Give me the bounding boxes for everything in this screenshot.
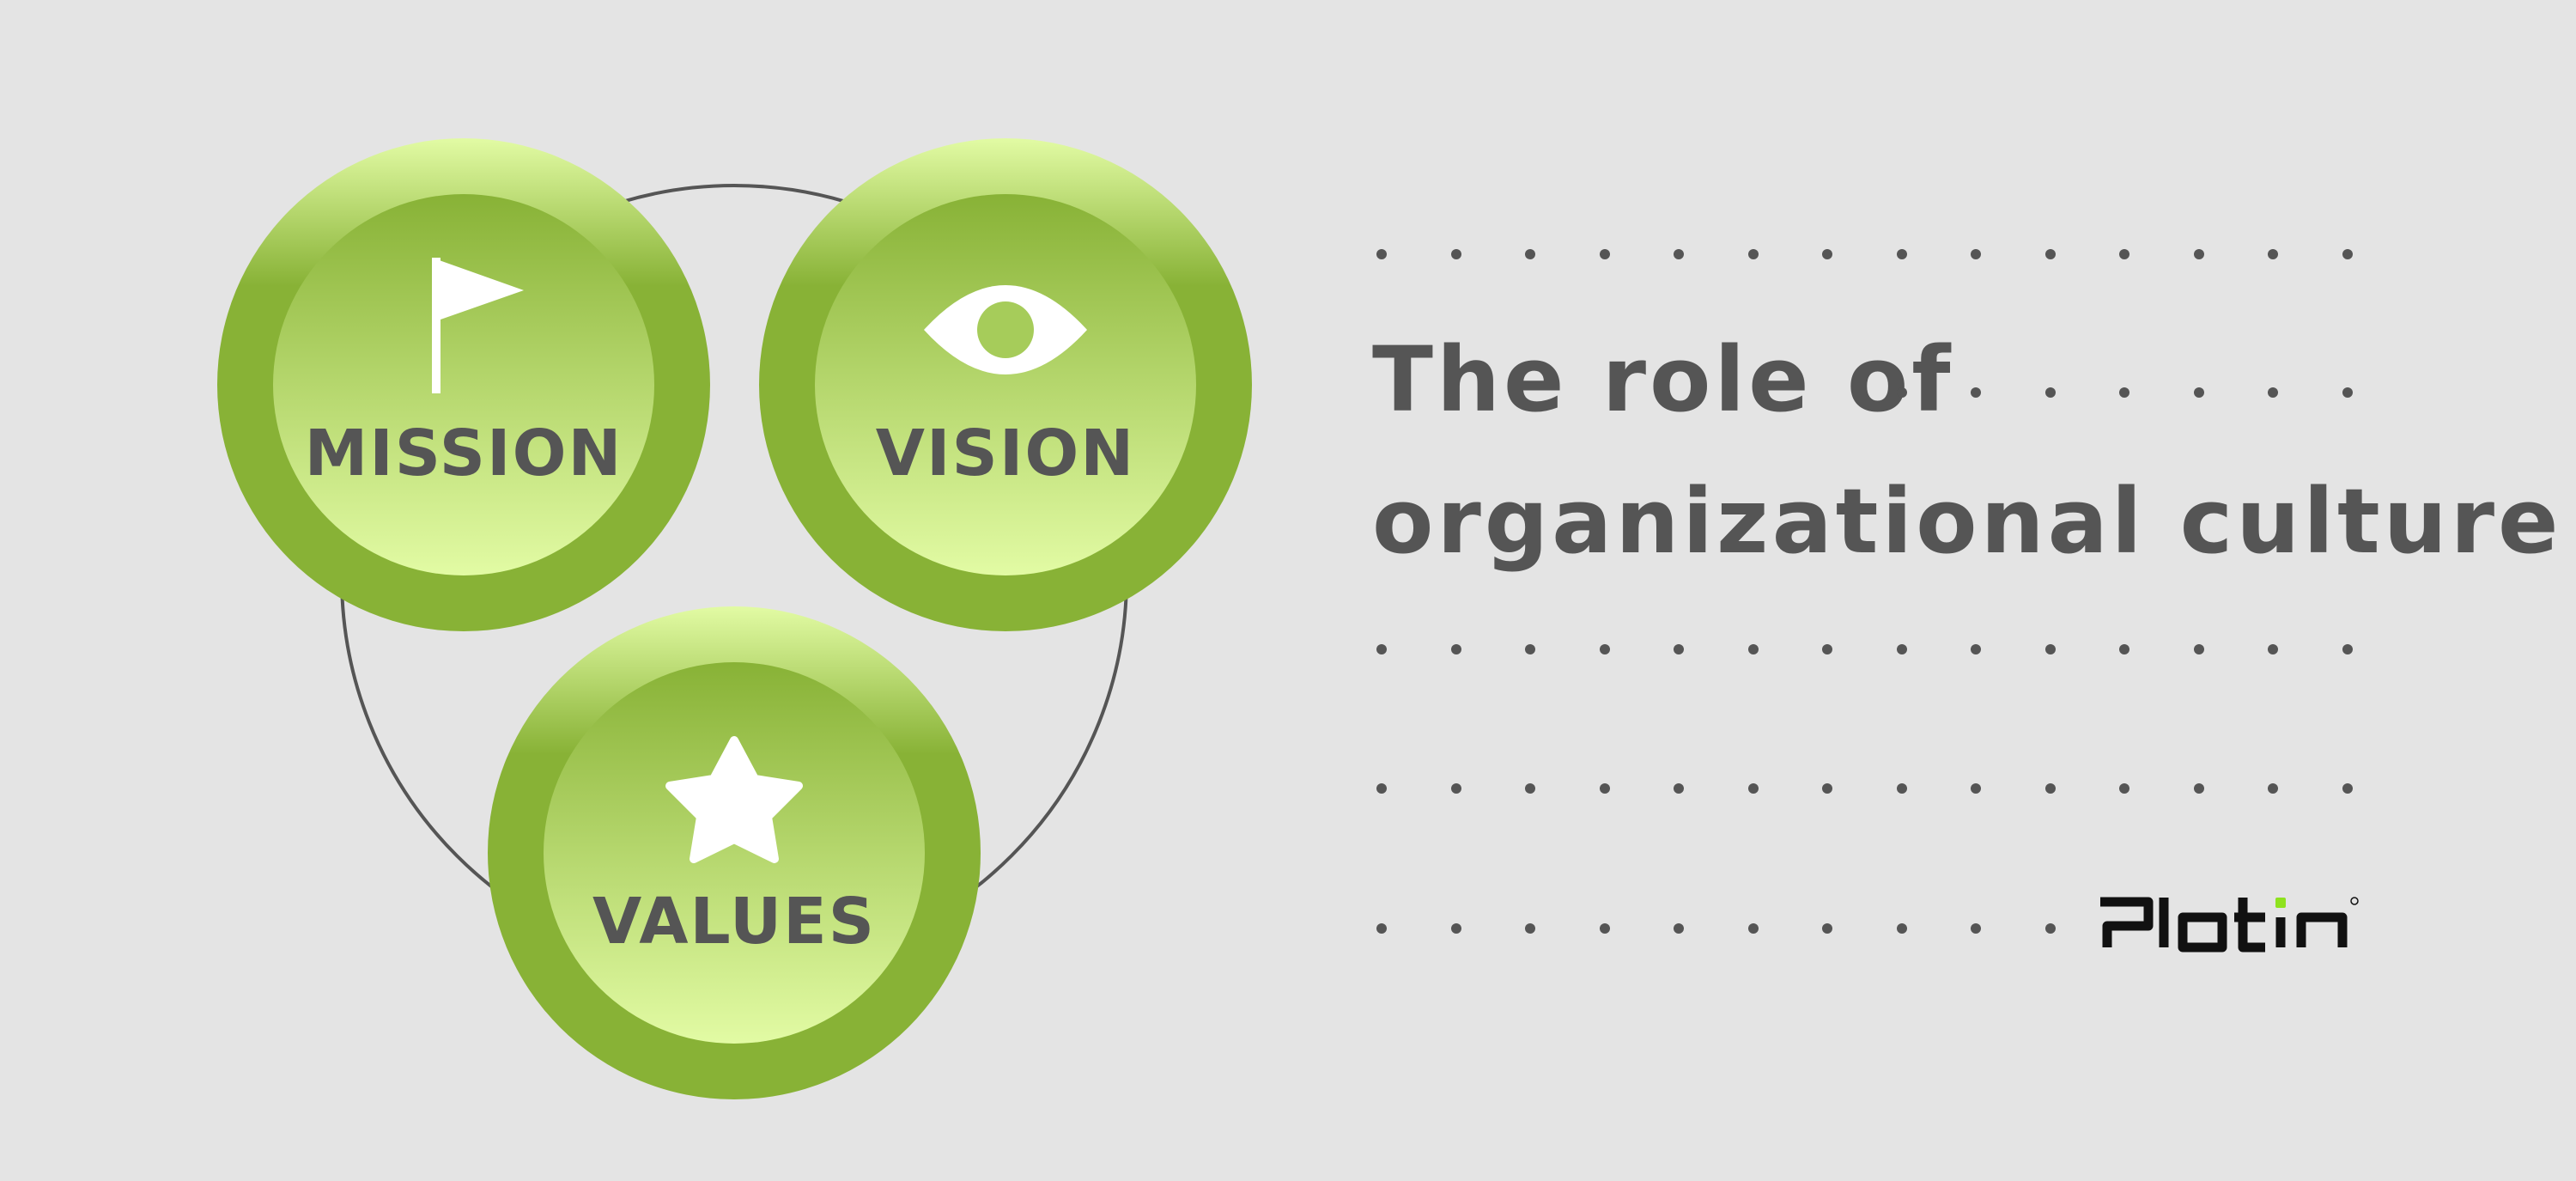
- dot: [1525, 249, 1535, 259]
- mission-circle: MISSION: [217, 138, 710, 631]
- vision-circle: VISION: [759, 138, 1252, 631]
- dot: [2342, 644, 2353, 654]
- dot: [1971, 923, 1981, 934]
- dot: [2044, 249, 2056, 259]
- dot: [2119, 249, 2129, 259]
- dot: [1525, 783, 1535, 794]
- title-line-1: The role of: [1372, 327, 1954, 432]
- eye-icon: [924, 285, 1087, 374]
- values-label: VALUES: [592, 885, 876, 959]
- dot: [1747, 644, 1759, 654]
- dot: [2268, 249, 2278, 259]
- dot: [2268, 783, 2278, 794]
- dot: [1376, 923, 1387, 934]
- dot: [2268, 387, 2278, 398]
- dot: [1971, 249, 1981, 259]
- dot: [1376, 783, 1387, 794]
- dot: [2044, 783, 2056, 794]
- dot: [2193, 783, 2204, 794]
- dot: [1450, 644, 1461, 654]
- star-icon: [665, 736, 803, 863]
- dot: [2119, 644, 2129, 654]
- flag-icon: [432, 258, 524, 393]
- dot: [1599, 644, 1610, 654]
- dot: [2193, 249, 2204, 259]
- dot: [1896, 387, 1907, 398]
- dot: [1896, 923, 1907, 934]
- dot: [1747, 783, 1759, 794]
- page-title: The role of organizational culture: [1372, 309, 2562, 593]
- dot: [2342, 249, 2353, 259]
- platin-logo: [2100, 897, 2359, 953]
- dot: [1747, 249, 1759, 259]
- dot: [1822, 249, 1832, 259]
- dot: [1674, 249, 1684, 259]
- dot: [2342, 387, 2353, 398]
- dot: [1674, 644, 1684, 654]
- dot: [1971, 387, 1981, 398]
- vision-label: VISION: [876, 417, 1135, 490]
- dot: [1525, 923, 1535, 934]
- dot: [1599, 783, 1610, 794]
- mission-label: MISSION: [305, 417, 623, 490]
- dot: [1450, 923, 1461, 934]
- dot: [1896, 644, 1907, 654]
- dot: [2044, 387, 2056, 398]
- dot: [1450, 783, 1461, 794]
- dot: [1822, 923, 1832, 934]
- dot: [1971, 644, 1981, 654]
- dot: [1747, 923, 1759, 934]
- values-circle: VALUES: [488, 606, 981, 1099]
- dot: [1674, 783, 1684, 794]
- dot: [1896, 783, 1907, 794]
- dot: [2193, 387, 2204, 398]
- dot: [1822, 783, 1832, 794]
- dot: [1896, 249, 1907, 259]
- dot: [1450, 249, 1461, 259]
- dot: [1971, 783, 1981, 794]
- dot: [1674, 923, 1684, 934]
- dot: [2193, 644, 2204, 654]
- dot: [2044, 644, 2056, 654]
- dot: [1525, 644, 1535, 654]
- dot: [2119, 783, 2129, 794]
- dot: [1376, 249, 1387, 259]
- dot: [2268, 644, 2278, 654]
- dot: [2119, 387, 2129, 398]
- dot: [1599, 923, 1610, 934]
- title-line-2: organizational culture: [1372, 469, 2562, 574]
- dot: [2044, 923, 2056, 934]
- dot: [2342, 783, 2353, 794]
- dot: [1599, 249, 1610, 259]
- dot: [1822, 644, 1832, 654]
- dot: [1376, 644, 1387, 654]
